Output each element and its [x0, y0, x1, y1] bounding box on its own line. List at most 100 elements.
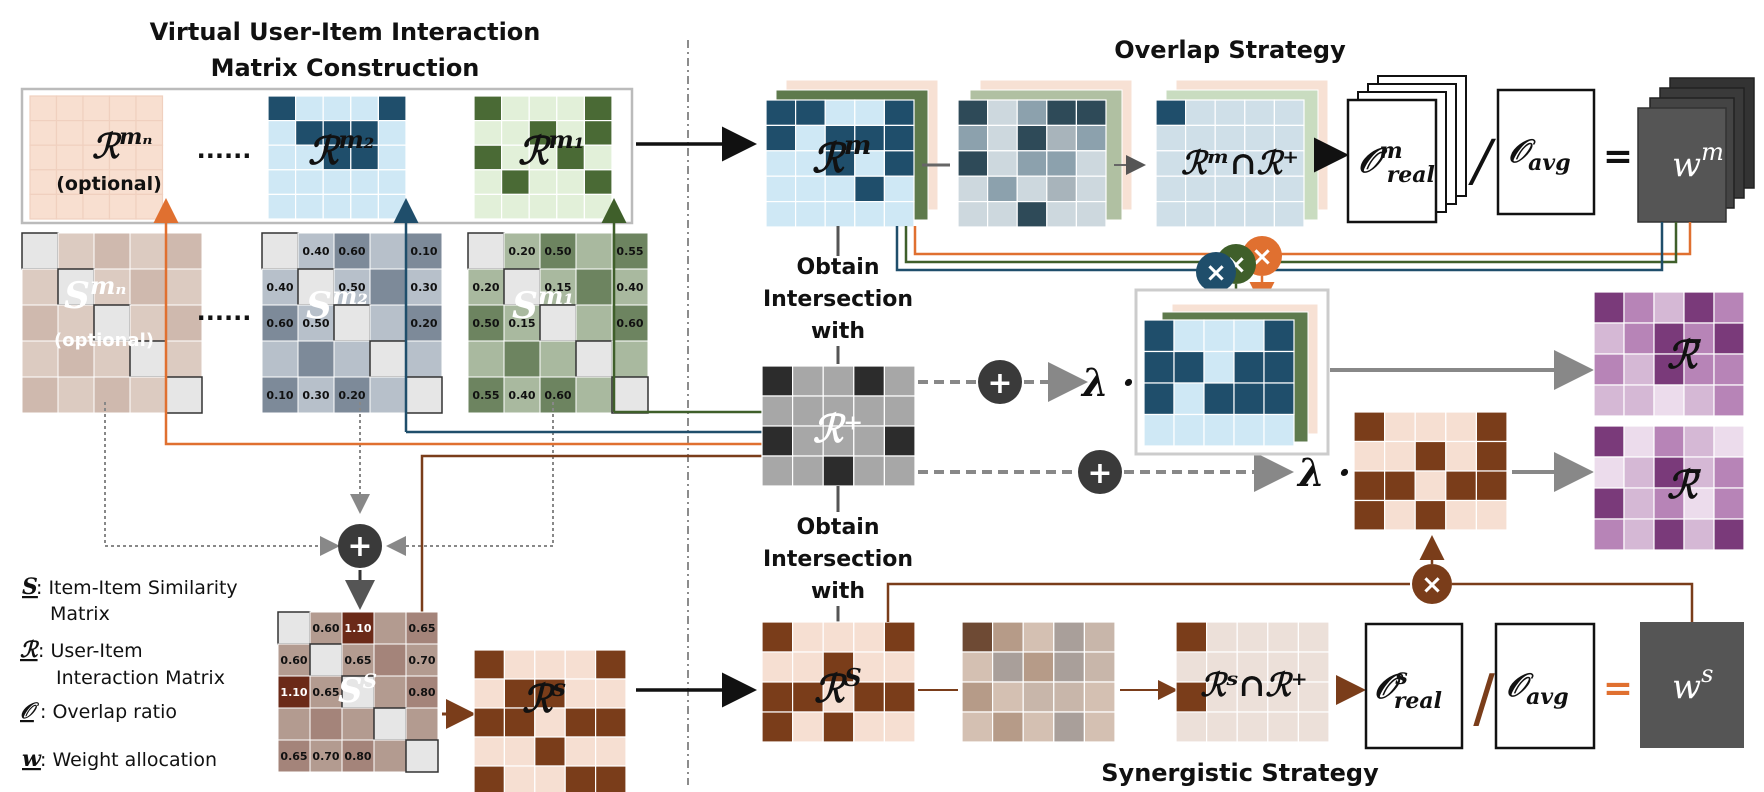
grid-cell	[1273, 201, 1305, 228]
grid-cell	[165, 340, 203, 378]
s-mn-to-sum-connector	[104, 402, 340, 556]
grid-cell	[534, 736, 566, 767]
grid-cell	[528, 144, 558, 171]
grid-cell	[261, 376, 299, 414]
sum-plus-node	[338, 524, 382, 568]
grid-cell	[528, 193, 558, 220]
legend-key-w: w	[22, 746, 42, 772]
grid-cell	[1383, 411, 1416, 443]
grid-cell	[883, 201, 915, 228]
grid-cell	[957, 124, 989, 152]
grid-cell	[1593, 291, 1625, 324]
grid-cell	[129, 304, 167, 342]
grid-cell	[369, 268, 407, 306]
similarity-value: 0.80	[408, 686, 435, 699]
grid-cell	[611, 232, 649, 270]
grid-cell	[1184, 99, 1216, 126]
multiply-icon: ×	[1205, 258, 1227, 288]
grid-cell	[1653, 518, 1685, 551]
grid-cell	[883, 711, 916, 743]
grid-cell	[854, 124, 885, 152]
rm-cap-stack	[1155, 79, 1329, 228]
grid-cell	[1267, 651, 1300, 683]
grid-cell	[1475, 411, 1508, 443]
grid-cell	[1713, 456, 1745, 489]
rm-cap-label: ℛᵐ∩ℛ⁺	[1181, 144, 1299, 182]
grid-cell	[822, 455, 855, 487]
grid-cell	[575, 376, 613, 414]
grid-cell	[369, 232, 407, 270]
r-s-symbol: ℛs	[522, 673, 566, 721]
ws-return-left	[886, 582, 1410, 622]
middle-ellipsis: ......	[197, 298, 252, 326]
grid-cell	[765, 150, 797, 177]
grid-cell	[957, 99, 989, 126]
grid-cell	[854, 99, 885, 126]
grid-cell	[1713, 425, 1745, 458]
highlight-cell	[277, 675, 311, 709]
synergy-equals: =	[1603, 668, 1633, 709]
similarity-value: 0.20	[472, 281, 499, 294]
grid-cell	[1184, 201, 1216, 228]
grid-cell	[21, 376, 59, 414]
grid-cell	[1623, 291, 1655, 324]
grid-cell	[1155, 201, 1187, 228]
grid-cell	[986, 124, 1018, 152]
grid-cell	[575, 304, 613, 342]
grid-cell	[21, 304, 59, 342]
similarity-value: 0.50	[472, 317, 499, 330]
intersection-label-top: Intersection	[763, 287, 913, 312]
grid-cell	[1263, 319, 1295, 353]
grid-cell	[991, 681, 1024, 713]
grid-cell	[373, 739, 407, 773]
grid-cell	[761, 651, 794, 683]
similarity-value: 0.15	[508, 317, 535, 330]
grid-cell	[267, 119, 297, 146]
r-s-right-matrix	[761, 621, 916, 743]
left-title-line1: Virtual User-Item Interaction	[150, 18, 541, 46]
grid-cell	[1593, 384, 1625, 417]
grid-cell	[822, 365, 855, 397]
grid-cell	[377, 119, 407, 146]
grid-cell	[1383, 499, 1416, 531]
grid-cell	[1083, 651, 1116, 683]
grid-cell	[583, 95, 613, 122]
similarity-value: 1.10	[344, 622, 371, 635]
grid-cell	[534, 649, 566, 680]
grid-cell	[57, 340, 95, 378]
grid-cell	[986, 99, 1018, 126]
grid-cell	[503, 376, 541, 414]
grid-cell	[822, 681, 855, 713]
grid-cell	[761, 395, 794, 427]
grid-cell	[1263, 382, 1295, 416]
brown-link-r-plus	[420, 454, 762, 612]
grid-cell	[261, 340, 299, 378]
grid-cell	[261, 304, 299, 342]
plus-icon: +	[987, 366, 1012, 401]
top-matrix-frame	[20, 87, 634, 225]
grid-cell	[1233, 413, 1265, 447]
plus-icon: +	[1087, 456, 1112, 491]
grid-cell	[1173, 382, 1205, 416]
overlap-gray-stack	[957, 79, 1133, 228]
grid-cell	[794, 175, 826, 203]
similarity-value: 0.40	[616, 281, 643, 294]
grid-cell	[1244, 175, 1276, 203]
grid-cell	[1445, 411, 1478, 443]
grid-cell	[467, 268, 505, 306]
grid-cell	[267, 144, 297, 171]
grid-cell	[1053, 621, 1086, 653]
grid-cell	[1593, 353, 1625, 386]
diag-cell	[405, 739, 439, 773]
grid-cell	[93, 232, 131, 270]
grid-cell	[1173, 413, 1205, 447]
grid-cell	[583, 119, 613, 146]
grid-cell	[322, 144, 352, 171]
similarity-value: 0.55	[616, 245, 643, 258]
grid-cell	[21, 268, 59, 306]
grid-cell	[129, 268, 167, 306]
grid-cell	[991, 711, 1024, 743]
grid-cell	[1155, 175, 1187, 203]
